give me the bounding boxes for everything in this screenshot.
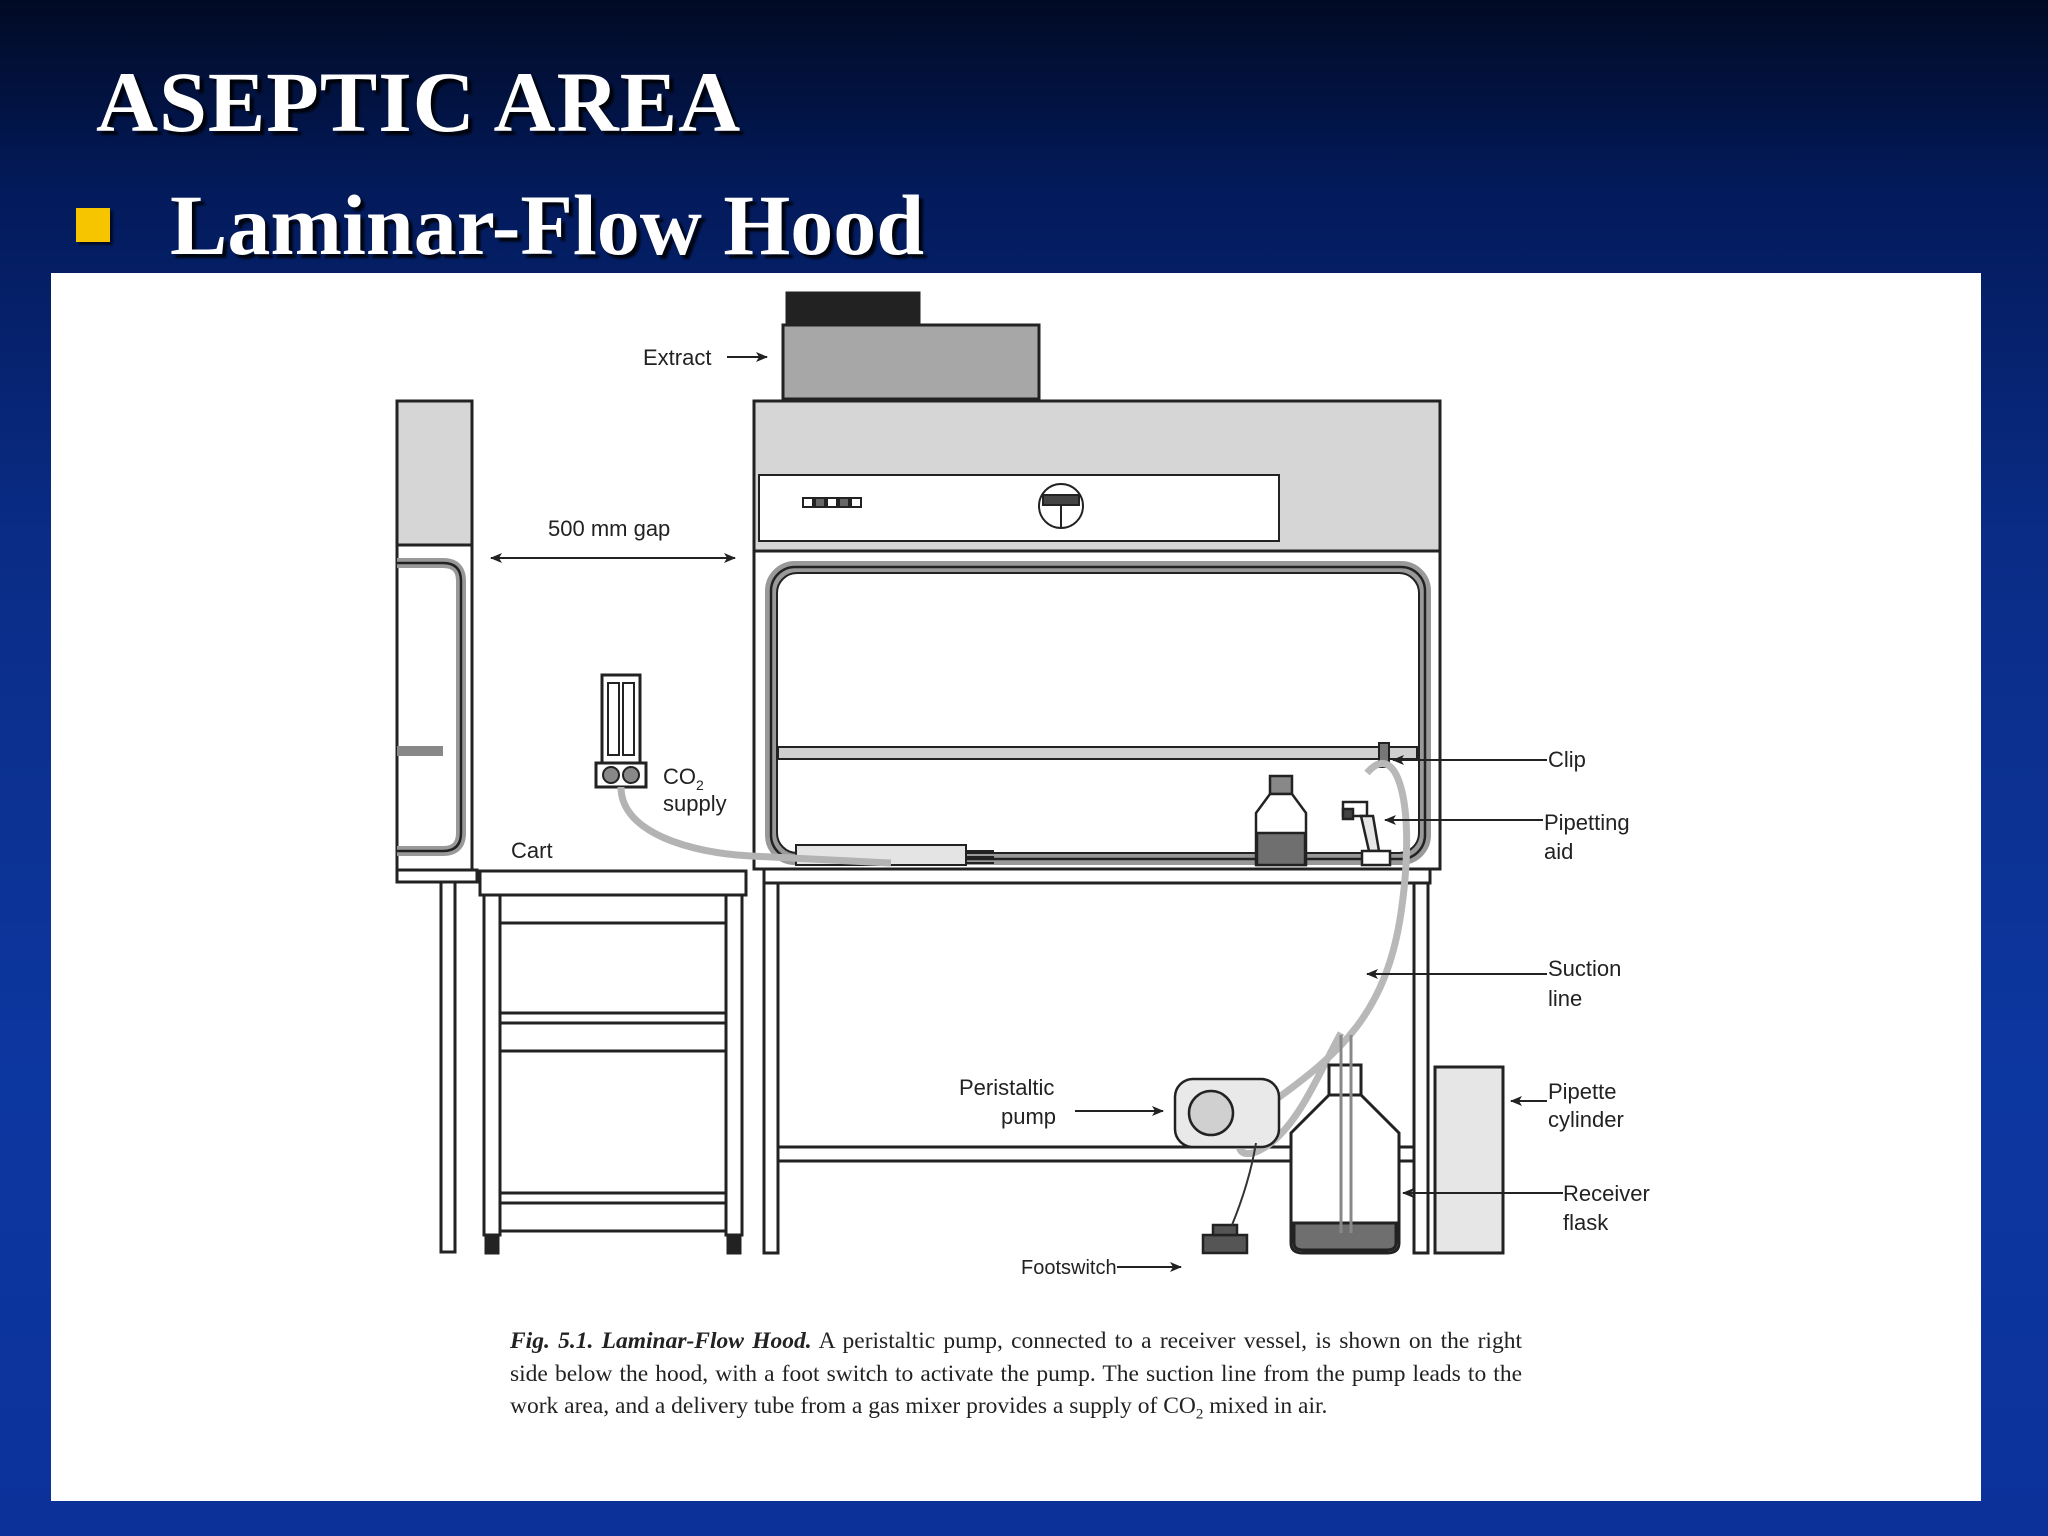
caption-text: A peristaltic pump, connected to a recei…: [510, 1328, 1522, 1419]
footswitch: [1201, 1142, 1257, 1255]
co2-flowmeter: [594, 673, 648, 789]
caption-fig-label: Fig. 5.1. Laminar-Flow Hood.: [510, 1328, 812, 1354]
laminar-flow-hood-diagram: Extract 500 mm gap CO2 supply Cart Clip …: [395, 291, 1650, 1279]
caption-text-end: mixed in air.: [1203, 1393, 1328, 1419]
label-pipetting-2: aid: [1544, 839, 1573, 864]
figure-caption: Fig. 5.1. Laminar-Flow Hood. A peristalt…: [510, 1325, 1522, 1431]
receiver-flask: [1289, 1035, 1401, 1255]
label-gap: 500 mm gap: [548, 516, 670, 541]
label-co2-sub: 2: [696, 777, 704, 793]
label-pipette-cylinder-1: Pipette: [1548, 1079, 1617, 1104]
pipette-cylinder: [1433, 1065, 1505, 1255]
cart: [478, 869, 748, 1255]
leader-lines: [490, 352, 1563, 1272]
co2-delivery-tube: [617, 786, 892, 867]
gauge-icon: [1038, 483, 1084, 529]
bullet-square-icon: [76, 208, 110, 242]
caption-subscript: 2: [1195, 1406, 1204, 1423]
label-suction-2: line: [1548, 986, 1582, 1011]
hood-top: [752, 399, 1442, 553]
label-suction-1: Suction: [1548, 956, 1621, 981]
label-footswitch: Footswitch: [1021, 1257, 1117, 1279]
label-clip: Clip: [1548, 747, 1586, 772]
label-receiver-1: Receiver: [1563, 1181, 1650, 1206]
pipetting-aid: [1341, 800, 1392, 867]
label-cart: Cart: [511, 838, 553, 863]
adjacent-hood: [395, 399, 479, 1254]
slide-title: ASEPTIC AREA: [96, 54, 742, 150]
suction-line: [1235, 760, 1411, 1158]
bullet-item: Laminar-Flow Hood: [76, 182, 924, 268]
label-pipetting-1: Pipetting: [1544, 810, 1630, 835]
hood-work-area: [752, 549, 1442, 871]
label-co2: CO2: [663, 764, 704, 793]
label-peristaltic-2: pump: [1001, 1104, 1056, 1129]
medium-bottle: [1254, 774, 1308, 867]
peristaltic-pump: [1173, 1077, 1281, 1149]
label-extract: Extract: [643, 345, 711, 370]
bullet-text: Laminar-Flow Hood: [170, 177, 925, 273]
label-pipette-cylinder-2: cylinder: [1548, 1107, 1624, 1132]
label-supply: supply: [663, 791, 727, 816]
label-receiver-2: flask: [1563, 1210, 1609, 1235]
extract-unit: [781, 291, 1041, 401]
label-co2-main: CO: [663, 764, 696, 789]
figure-panel: Extract 500 mm gap CO2 supply Cart Clip …: [51, 273, 1981, 1501]
control-buttons: [802, 497, 862, 508]
label-peristaltic-1: Peristaltic: [959, 1075, 1054, 1100]
